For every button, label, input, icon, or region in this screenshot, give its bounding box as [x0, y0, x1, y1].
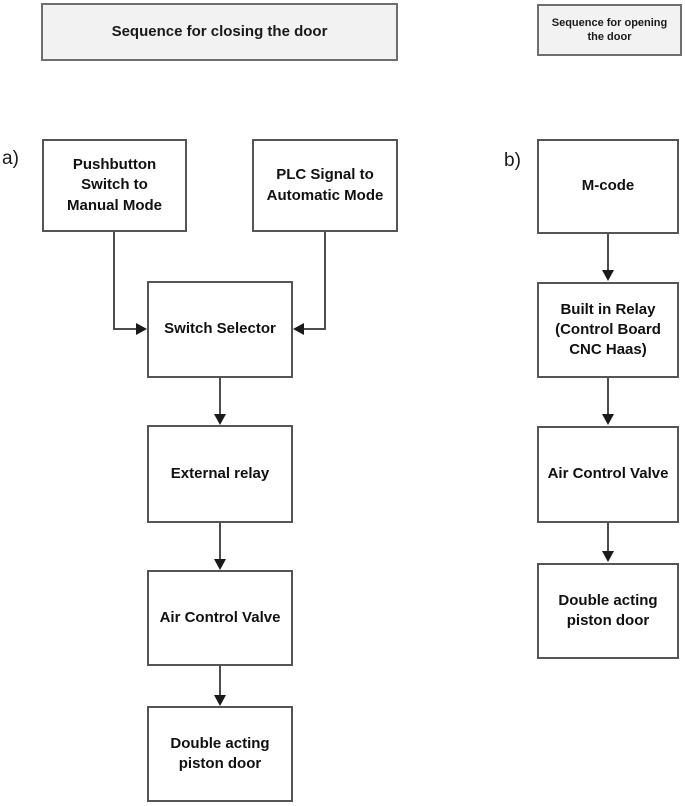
connector-pushbutton-down: [113, 232, 115, 330]
node-air-control-valve-a-label: Air Control Valve: [159, 608, 281, 626]
node-external-relay: External relay: [147, 425, 293, 523]
node-pushbutton-switch: Pushbutton Switch to Manual Mode: [42, 139, 187, 232]
arrowhead-into-air-valve-b: [602, 414, 614, 425]
node-air-control-valve-b-label: Air Control Valve: [547, 465, 669, 483]
connector-mcode-to-relay: [607, 234, 609, 272]
node-double-acting-piston-door-b: Double acting piston door: [537, 563, 679, 659]
arrowhead-into-switch-selector-left: [136, 323, 147, 335]
node-switch-selector-label: Switch Selector: [164, 320, 276, 338]
diagram-a-label: a): [2, 148, 19, 169]
node-plc-signal-label: PLC Signal to Automatic Mode: [266, 166, 384, 204]
opening-sequence-title: Sequence for opening the door: [537, 4, 682, 56]
connector-valve-to-piston: [219, 666, 221, 697]
connector-relay-to-valve: [219, 523, 221, 561]
node-m-code: M-code: [537, 139, 679, 234]
node-switch-selector: Switch Selector: [147, 281, 293, 378]
connector-pushbutton-across: [113, 328, 137, 330]
connector-valve-to-piston-b: [607, 523, 609, 553]
arrowhead-into-switch-selector-right: [293, 323, 304, 335]
node-double-acting-piston-door-b-label: Double acting piston door: [558, 591, 658, 629]
arrowhead-into-piston-door-b: [602, 551, 614, 562]
node-air-control-valve-a: Air Control Valve: [147, 570, 293, 666]
node-built-in-relay: Built in Relay (Control Board CNC Haas): [537, 282, 679, 378]
arrowhead-into-air-valve-a: [214, 559, 226, 570]
arrowhead-into-piston-door-a: [214, 695, 226, 706]
node-m-code-label: M-code: [581, 177, 635, 195]
node-double-acting-piston-door-a: Double acting piston door: [147, 706, 293, 802]
node-air-control-valve-b: Air Control Valve: [537, 426, 679, 523]
node-external-relay-label: External relay: [170, 464, 270, 482]
connector-selector-to-relay: [219, 378, 221, 416]
arrowhead-into-external-relay: [214, 414, 226, 425]
connector-plc-across: [303, 328, 326, 330]
node-built-in-relay-label: Built in Relay (Control Board CNC Haas): [555, 300, 661, 359]
node-double-acting-piston-door-a-label: Double acting piston door: [170, 734, 270, 772]
connector-relay-to-valve-b: [607, 378, 609, 416]
diagram-b-label: b): [504, 150, 521, 171]
node-plc-signal: PLC Signal to Automatic Mode: [252, 139, 398, 232]
arrowhead-into-built-in-relay: [602, 270, 614, 281]
connector-plc-down: [324, 232, 326, 330]
closing-sequence-title: Sequence for closing the door: [41, 3, 398, 61]
node-pushbutton-switch-label: Pushbutton Switch to Manual Mode: [66, 156, 162, 214]
